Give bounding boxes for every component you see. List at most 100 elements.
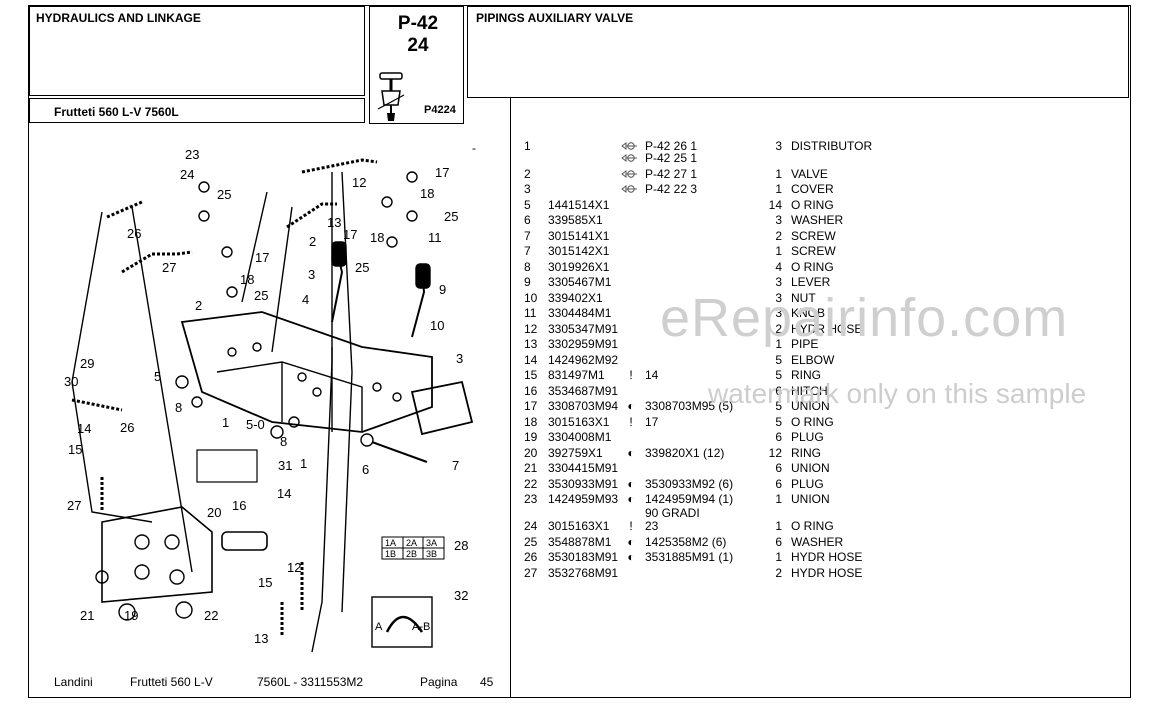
- parts-part-number: 392759X1: [548, 445, 603, 460]
- parts-description: HITCH: [791, 383, 828, 398]
- parts-description: O RING: [791, 197, 834, 212]
- group-title: PIPINGS AUXILIARY VALVE: [476, 11, 634, 25]
- parts-part-number: 3532768M91: [548, 565, 619, 580]
- parts-quantity: 3: [775, 275, 782, 289]
- svg-text:8: 8: [175, 400, 182, 415]
- parts-item-number: 27: [524, 565, 538, 580]
- parts-quantity: 5: [775, 414, 782, 429]
- svg-text:7: 7: [452, 458, 459, 473]
- parts-quantity: 6: [775, 430, 782, 444]
- svg-text:27: 27: [67, 498, 81, 513]
- svg-text:2: 2: [309, 234, 316, 249]
- parts-quantity: 2: [775, 321, 782, 336]
- parts-description: SCREW: [791, 244, 836, 258]
- page-code-line1: P-42: [397, 13, 439, 34]
- diagram-dash: -: [472, 141, 476, 155]
- parts-quantity: 3: [775, 213, 782, 227]
- parts-reference: P-42 22 3: [645, 182, 698, 196]
- svg-text:14: 14: [277, 486, 291, 501]
- parts-part-number: 3015163X1: [548, 519, 610, 533]
- parts-description: WASHER: [791, 213, 844, 227]
- svg-text:12: 12: [287, 560, 301, 575]
- parts-reference-note: 90 GRADI: [645, 506, 700, 520]
- model-box: Frutteti 560 L-V 7560L: [29, 98, 365, 123]
- parts-description: LEVER: [791, 275, 831, 289]
- reference-arrow-icon: [621, 140, 637, 154]
- page-frame: [28, 5, 1131, 698]
- model-title: Frutteti 560 L-V 7560L: [54, 105, 179, 119]
- parts-part-number: 1424959M93: [548, 492, 619, 506]
- parts-reference: 3530933M92 (6): [645, 476, 734, 491]
- parts-quantity: 1: [775, 550, 782, 564]
- svg-text:28: 28: [454, 538, 468, 553]
- parts-quantity: 1: [775, 337, 782, 351]
- parts-item-number: 19: [524, 430, 538, 444]
- parts-description: ELBOW: [791, 352, 835, 367]
- svg-text:17: 17: [343, 227, 357, 242]
- parts-item-number: 7: [524, 244, 531, 258]
- parts-part-number: 3304008M1: [548, 430, 612, 444]
- parts-part-number: 3548878M1: [548, 534, 612, 549]
- parts-item-number: 13: [524, 337, 538, 351]
- parts-item-number: 23: [524, 492, 538, 506]
- svg-text:16: 16: [232, 498, 246, 513]
- svg-text:3B: 3B: [426, 549, 437, 559]
- svg-text:15: 15: [68, 442, 82, 457]
- footer-page-number: 45: [480, 675, 494, 689]
- parts-item-number: 6: [524, 213, 531, 227]
- parts-part-number: 3015163X1: [548, 414, 610, 429]
- parts-item-number: 26: [524, 550, 538, 564]
- parts-item-number: 16: [524, 383, 538, 398]
- svg-text:25: 25: [217, 187, 231, 202]
- parts-quantity: 1: [775, 244, 782, 258]
- svg-text:18: 18: [420, 186, 434, 201]
- parts-description: UNION: [791, 492, 830, 506]
- parts-part-number: 3305347M91: [548, 321, 619, 336]
- parts-description: PLUG: [791, 476, 824, 491]
- figure-ref: P4224: [424, 104, 456, 116]
- section-title: HYDRAULICS AND LINKAGE: [36, 11, 201, 25]
- group-title-box: PIPINGS AUXILIARY VALVE: [467, 6, 1129, 98]
- parts-part-number: 3308703M94: [548, 399, 619, 413]
- svg-text:32: 32: [454, 588, 468, 603]
- svg-text:18: 18: [370, 230, 384, 245]
- parts-description: O RING: [791, 414, 834, 429]
- svg-text:3A: 3A: [426, 538, 437, 548]
- parts-quantity: 14: [768, 197, 782, 212]
- parts-description: UNION: [791, 461, 830, 475]
- parts-part-number: 3304484M1: [548, 306, 612, 320]
- parts-part-number: 3305467M1: [548, 275, 612, 289]
- parts-item-number: 10: [524, 290, 538, 305]
- parts-symbol: ◐: [627, 476, 635, 491]
- svg-text:1: 1: [222, 415, 229, 430]
- svg-text:17: 17: [435, 165, 449, 180]
- parts-item-number: 3: [524, 182, 531, 196]
- parts-description: HYDR HOSE: [791, 550, 863, 564]
- svg-text:26: 26: [120, 420, 134, 435]
- parts-part-number: 3534687M91: [548, 383, 619, 398]
- parts-reference: 14: [645, 368, 659, 382]
- parts-item-number: 24: [524, 519, 538, 533]
- parts-part-number: 3015141X1: [548, 228, 610, 243]
- parts-item-number: 25: [524, 534, 538, 549]
- footer-model: Frutteti 560 L-V: [130, 675, 213, 689]
- parts-symbol: ◐: [627, 399, 635, 413]
- parts-reference: P-42 26 1: [645, 139, 698, 153]
- parts-quantity: 3: [775, 139, 782, 153]
- parts-part-number: 1441514X1: [548, 197, 610, 212]
- parts-description: PLUG: [791, 430, 824, 444]
- parts-description: HYDR HOSE: [791, 565, 863, 580]
- parts-item-number: 2: [524, 166, 531, 181]
- svg-text:8: 8: [280, 434, 287, 449]
- parts-quantity: 1: [775, 182, 782, 196]
- svg-text:2A: 2A: [406, 538, 417, 548]
- parts-description: DISTRIBUTOR: [791, 139, 873, 153]
- parts-item-number: 14: [524, 352, 538, 367]
- svg-text:6: 6: [362, 462, 369, 477]
- parts-quantity: 5: [775, 352, 782, 367]
- parts-reference: P-42 25 1: [645, 151, 698, 165]
- parts-description: RING: [791, 368, 821, 382]
- parts-item-number: 21: [524, 461, 538, 475]
- parts-item-number: 15: [524, 368, 538, 382]
- footer-code: 7560L - 3311553M2: [257, 675, 364, 689]
